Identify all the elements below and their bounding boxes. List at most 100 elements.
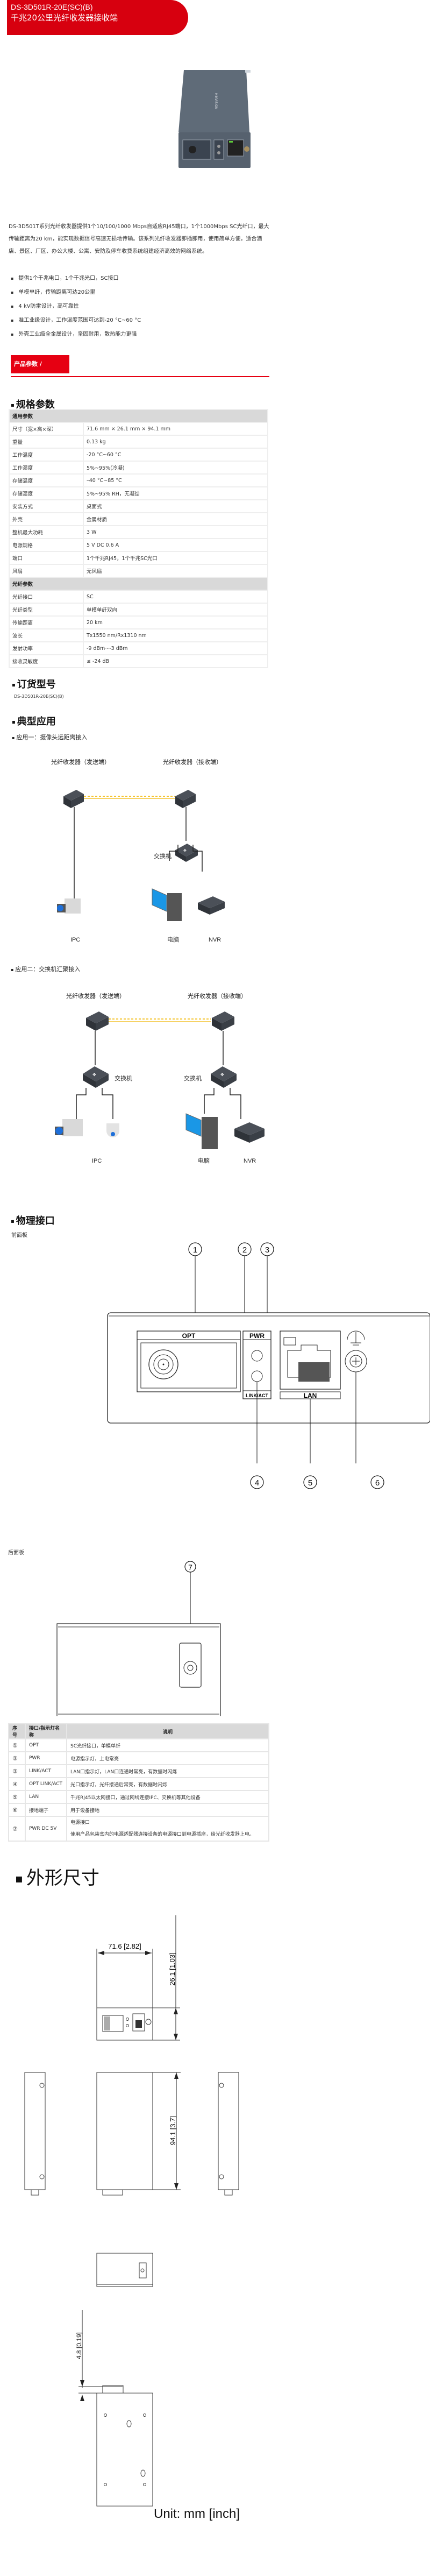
callout-2: 2 <box>242 1245 247 1255</box>
spec-value: 3 W <box>83 525 268 539</box>
callout-3: 3 <box>265 1245 269 1255</box>
app2-receiver-label: 光纤收发器（接收端） <box>188 992 247 1000</box>
spec-table: 通用参数尺寸（宽×高×深）71.6 mm × 26.1 mm × 94.1 mm… <box>9 409 268 668</box>
interface-desc: LAN口指示灯，LAN口连通时常亮，有数据时闪烁 <box>66 1764 269 1778</box>
interface-name: 接地端子 <box>25 1803 67 1817</box>
dim-foot: 4.8 [0.19] <box>75 2332 83 2359</box>
spec-value: 单模单纤双向 <box>83 603 268 617</box>
callout-6: 6 <box>375 1478 380 1488</box>
callout-1: 1 <box>193 1245 197 1255</box>
device-top <box>178 70 249 132</box>
callout-4: 4 <box>255 1478 259 1488</box>
spec-row: 存储温度–40 °C~85 °C <box>9 473 268 487</box>
app1-endpoints: IPC 电脑 NVR <box>57 845 225 943</box>
spec-group-row: 光纤参数 <box>9 577 268 591</box>
spec-value: 无风扇 <box>83 564 268 578</box>
spec-title: 规格参数 <box>11 397 55 411</box>
interface-no: ③ <box>8 1764 26 1778</box>
dome-camera-icon <box>106 1123 119 1137</box>
spec-key: 传输距离 <box>9 615 84 629</box>
svg-text:✥: ✥ <box>183 848 187 853</box>
pwr-led <box>251 1350 263 1362</box>
ground-icon <box>347 1331 365 1346</box>
spec-key: 工作湿度 <box>9 461 84 475</box>
app2-title: 应用二：交换机汇聚接入 <box>11 965 80 973</box>
dim-width: 71.6 [2.82] <box>108 1942 141 1950</box>
app1-receiver-label: 光纤收发器（接收端） <box>163 758 222 766</box>
spec-key: 光纤类型 <box>9 603 84 617</box>
svg-text:✥: ✥ <box>92 1072 96 1077</box>
app1-diagram: 光纤收发器（发送端） 光纤收发器（接收端） ✥ 交换机 <box>51 758 222 912</box>
pwr-label: PWR <box>249 1332 265 1340</box>
rear-panel-diagram: 7 <box>56 1561 221 1716</box>
spec-value: 0.13 kg <box>83 435 268 449</box>
unit-label: Unit: mm [inch] <box>154 2507 240 2521</box>
spec-row: 安装方式桌面式 <box>9 499 268 513</box>
opt-port <box>137 1331 241 1392</box>
app1-nvr-label: NVR <box>209 937 221 943</box>
spec-value: ≤ -24 dB <box>83 654 268 668</box>
nvr-icon <box>234 1122 265 1143</box>
spec-row: 尺寸（宽×高×深）71.6 mm × 26.1 mm × 94.1 mm <box>9 422 268 436</box>
interface-no: ① <box>8 1738 26 1752</box>
interface-desc: SC光纤接口，单模单纤 <box>66 1738 269 1752</box>
spec-row: 光纤类型单模单纤双向 <box>9 603 268 617</box>
interface-name: LAN <box>25 1790 67 1804</box>
app2-nvr-label: NVR <box>244 1158 256 1164</box>
spec-key: 发射功率 <box>9 641 84 655</box>
spec-group-row: 通用参数 <box>9 409 268 423</box>
product-photo: HIKVISION <box>178 70 251 168</box>
transceiver-icon <box>212 1011 234 1031</box>
intro-paragraph: DS-3D501T系列光纤收发器提供1个10/100/1000 Mbps自适应R… <box>9 224 269 254</box>
interface-name: PWR <box>25 1751 67 1765</box>
feature-item: 提供1个千兆电口，1个千兆光口，SC接口 <box>11 272 141 286</box>
application-title: 典型应用 <box>12 714 56 728</box>
spec-key: 外壳 <box>9 512 84 526</box>
col-no: 序号 <box>8 1723 26 1739</box>
spec-key: 接收灵敏度 <box>9 654 84 668</box>
order-title: 订货型号 <box>12 677 56 691</box>
app1-sender-label: 光纤收发器（发送端） <box>51 758 110 766</box>
interface-name: LINK/ACT <box>25 1764 67 1778</box>
app1-ipc-label: IPC <box>70 937 80 943</box>
app2-ipc-label: IPC <box>92 1158 102 1164</box>
spec-value: SC <box>83 590 268 604</box>
spec-value: 20 km <box>83 615 268 629</box>
interface-no: ⑤ <box>8 1790 26 1804</box>
device-brand: HIKVISION <box>214 93 217 109</box>
feature-item: 4 kV防雷设计，高可靠性 <box>11 300 141 314</box>
svg-text:✥: ✥ <box>220 1072 224 1077</box>
interface-desc-line: 使用产品包装盒内的电源适配器连接设备的电源接口到电源插座，给光纤收发器上电。 <box>70 1832 255 1837</box>
spec-row: 接收灵敏度≤ -24 dB <box>9 654 268 668</box>
app2-switch-left-label: 交换机 <box>115 1074 132 1082</box>
app2-pc-label: 电脑 <box>198 1157 210 1164</box>
top-view <box>96 2072 153 2190</box>
front-panel-label: 前面板 <box>11 1233 27 1239</box>
spec-key: 尺寸（宽×高×深） <box>9 422 84 436</box>
col-name: 接口/指示灯名称 <box>25 1723 67 1739</box>
ipc-camera-icon <box>57 898 81 914</box>
rear-outline <box>56 1623 221 1716</box>
pc-icon <box>152 888 182 921</box>
dim-depth: 94.1 [3.7] <box>169 2116 177 2145</box>
rear-view <box>96 2253 153 2287</box>
left-side-view <box>24 2072 46 2190</box>
interface-desc: 电源指示灯，上电常亮 <box>66 1751 269 1765</box>
app1-pc-label: 电脑 <box>167 936 179 943</box>
switch-icon: ✥ <box>211 1066 237 1088</box>
dimensions-title: 外形尺寸 <box>15 1863 99 1889</box>
spec-value: 5 V DC 0.6 A <box>83 538 268 552</box>
callout-7: 7 <box>188 1563 192 1572</box>
spec-value: 金属材质 <box>83 512 268 526</box>
opt-label: OPT <box>182 1332 196 1340</box>
